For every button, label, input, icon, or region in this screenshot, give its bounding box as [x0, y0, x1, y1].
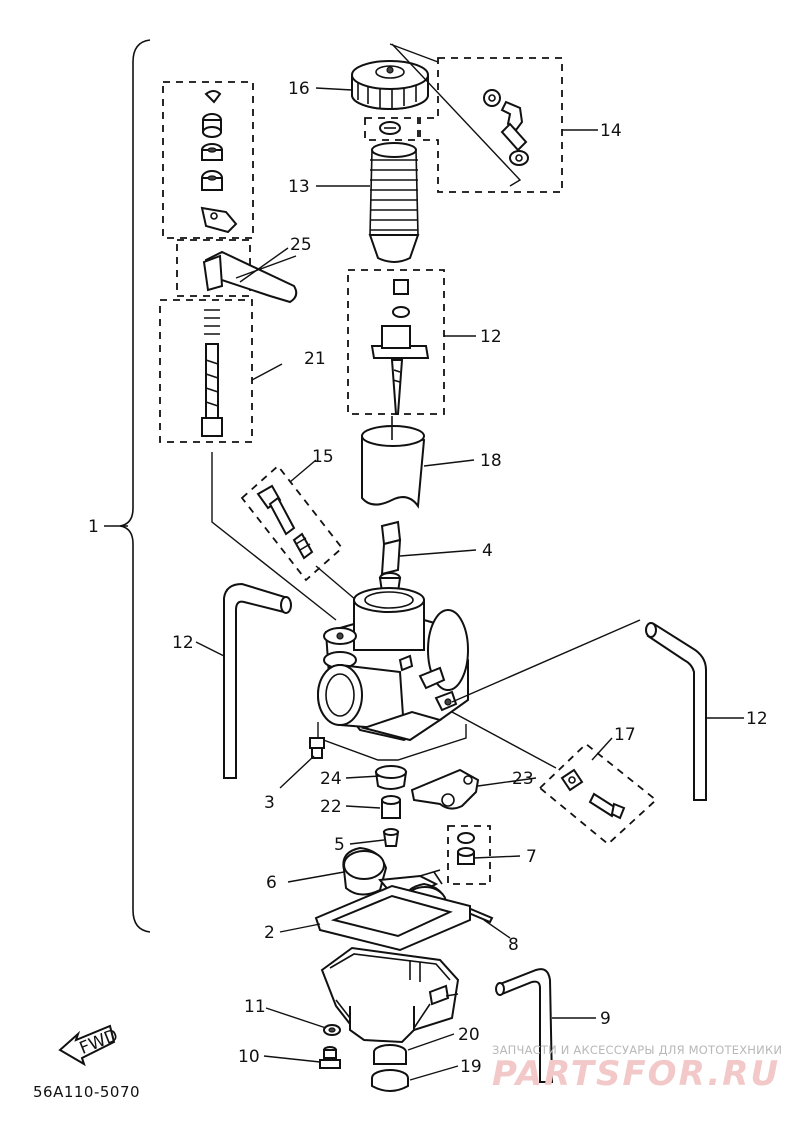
- group-box-22: [159, 299, 253, 443]
- leader-body-to-12-right: [451, 619, 641, 703]
- jet-part-4: [378, 520, 402, 593]
- label-16: 15: [312, 447, 334, 467]
- top-left-small-parts: [200, 90, 238, 234]
- label-3: 3: [264, 793, 275, 813]
- group-box-15: [419, 57, 563, 193]
- group-box-7: [447, 825, 491, 885]
- label-11: 11: [244, 997, 266, 1017]
- screw-part-3: [309, 737, 325, 759]
- watermark-tagline: ЗАПЧАСТИ И АКСЕССУАРЫ ДЛЯ МОТОТЕХНИКИ: [492, 1043, 783, 1057]
- adjuster-part-18: [560, 768, 626, 820]
- needle-part-13: [370, 279, 430, 415]
- label-10: 10: [238, 1047, 260, 1067]
- label-25: 24: [320, 769, 342, 789]
- label-12-right: 12: [746, 709, 768, 729]
- label-7: 7: [526, 847, 537, 867]
- hose-part-9: [495, 968, 554, 1083]
- body-alignment-lines: [317, 722, 467, 761]
- hose-left-part-12: [223, 582, 292, 779]
- label-4: 4: [482, 541, 493, 561]
- screw-part-22: [201, 309, 223, 437]
- label-2: 2: [264, 923, 275, 943]
- washer-part-11: [323, 1024, 341, 1036]
- label-19: 18: [480, 451, 502, 471]
- group-box-16: [240, 464, 344, 582]
- label-12-left: 12: [172, 633, 194, 653]
- diagram-code: 56A110-5070: [33, 1083, 141, 1101]
- label-5: 5: [334, 835, 345, 855]
- group-box-18: [538, 742, 658, 846]
- screw-part-10: [319, 1046, 341, 1069]
- pilot-screw-part-16: [256, 484, 314, 560]
- seat-part-25: [374, 765, 408, 790]
- fwd-label: FWD: [77, 1025, 121, 1058]
- label-17: 16: [288, 79, 310, 99]
- group-box-17-clip: [364, 117, 419, 141]
- spring-part: [368, 142, 420, 263]
- label-15: 14: [600, 121, 622, 141]
- jet-part-5: [382, 828, 400, 847]
- leader-16-to-body: [315, 565, 357, 601]
- label-14: 13: [288, 177, 310, 197]
- assembly-bracket: [119, 39, 151, 933]
- label-26: 25: [290, 235, 312, 255]
- fwd-arrow-icon: FWD: [58, 1024, 121, 1067]
- part-23: [381, 795, 401, 819]
- cap-clip: [379, 121, 401, 135]
- plate-part-24: [410, 768, 480, 810]
- cap-part: [351, 60, 429, 110]
- drain-plug-parts-20-21: [371, 1044, 409, 1092]
- hose-right-part-12: [645, 622, 707, 801]
- leader-22-to-body: [211, 452, 337, 621]
- label-13: 12: [480, 327, 502, 347]
- fitting-part: [483, 89, 529, 166]
- label-20: 19: [460, 1057, 482, 1077]
- lever-part-26: [202, 250, 298, 304]
- watermark-logo: PARTSFOR.RU: [492, 1054, 781, 1094]
- label-22: 21: [304, 349, 326, 369]
- label-9: 9: [600, 1009, 611, 1029]
- label-23: 22: [320, 797, 342, 817]
- carburetor-body: [317, 587, 469, 742]
- jet-part-7: [457, 832, 475, 865]
- label-24: 23: [512, 769, 534, 789]
- group-box-top-left: [162, 81, 254, 239]
- label-leader-lines: [104, 87, 744, 1081]
- leader-cap-to-15: [389, 43, 522, 187]
- throttle-valve-part-19: [361, 416, 426, 509]
- part-number-labels: 16 13 25 14 12 21 15 18 4 1 12 12 17 23 …: [88, 79, 768, 1077]
- gasket-part-2: [314, 884, 471, 952]
- label-21: 20: [458, 1025, 480, 1045]
- leader-body-to-18: [451, 711, 557, 769]
- label-1: 1: [88, 517, 99, 537]
- label-18: 17: [614, 725, 636, 745]
- float-bowl: [320, 946, 460, 1044]
- label-8: 8: [508, 935, 519, 955]
- label-6: 6: [266, 873, 277, 893]
